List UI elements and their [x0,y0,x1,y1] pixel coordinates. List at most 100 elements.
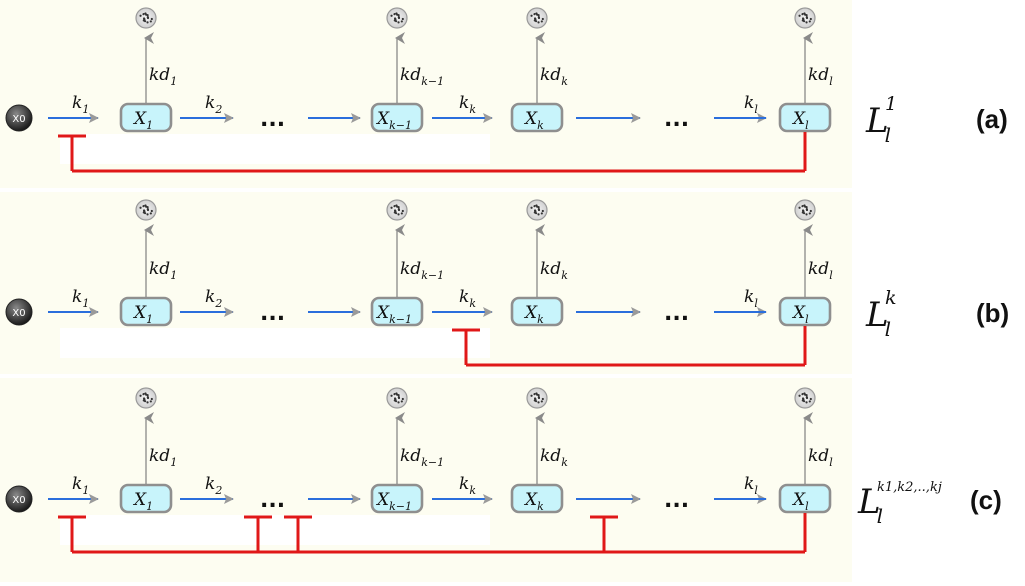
degradation-label-kd1: kd1 [149,259,177,282]
node-box [370,296,424,327]
degradation-label-kd1: kd1 [149,446,177,469]
degradation-sink-icon [526,199,548,221]
degradation-label-kdk−1: kdk−1 [400,259,444,282]
ellipsis: ... [260,488,285,513]
source-node-label: X0 [12,308,25,319]
degradation-label-kdk−1: kdk−1 [400,65,444,88]
feedback-inhibition [58,132,807,173]
panel-band [60,515,490,545]
node-label: X1 [132,490,153,513]
node-box [370,102,424,133]
degradation-label-kdl: kdl [808,446,833,469]
degradation-label-kdk: kdk [540,259,568,282]
node-box [510,296,564,327]
species-node-xk: Xk kdk [510,199,568,327]
degradation-label-kdl: kdl [808,65,833,88]
node-label: Xk−1 [375,109,412,132]
species-node-xl: Xl kdl [778,387,833,514]
node-box [778,296,832,327]
degradation-sink-icon [526,7,548,29]
source-node-x0 [5,298,33,326]
node-box [778,102,832,133]
edge-label-k2: k2 [205,93,222,116]
source-node-label: X0 [12,114,25,125]
species-node-xk−1: Xk−1 kdk−1 [370,7,444,133]
node-box [119,102,173,133]
node-label: Xk−1 [375,303,412,326]
edge-label-kl: kl [744,287,758,310]
node-box [119,296,173,327]
panel-letter: (a) [976,104,1008,134]
source-node-x0 [5,104,33,132]
ellipsis: ... [664,301,689,326]
panel-formula: Ll1 [865,93,897,147]
degradation-sink-icon [135,7,157,29]
degradation-sink-icon [386,387,408,409]
node-label: Xl [791,303,809,326]
species-node-x1: X1 kd1 [119,387,177,514]
panel-letter: (b) [976,298,1009,328]
degradation-label-kdl: kdl [808,259,833,282]
species-node-xl: Xl kdl [778,7,833,133]
node-label: Xk [523,303,544,326]
source-node-x0 [5,485,33,513]
ellipsis: ... [664,488,689,513]
degradation-sink-icon [794,7,816,29]
node-label: Xk [523,490,544,513]
node-box [778,483,832,514]
species-node-xk: Xk kdk [510,387,568,514]
panel-letter: (c) [970,485,1002,515]
degradation-sink-icon [135,199,157,221]
panel-background [0,378,852,582]
node-label: X1 [132,303,153,326]
species-node-xk−1: Xk−1 kdk−1 [370,199,444,327]
edge-label-kl: kl [744,93,758,116]
degradation-label-kdk−1: kdk−1 [400,446,444,469]
degradation-sink-icon [386,7,408,29]
source-node-label: X0 [12,495,25,506]
node-box [510,102,564,133]
node-label: Xk−1 [375,490,412,513]
edge-label-kl: kl [744,474,758,497]
feedback-inhibition [452,326,807,367]
node-box [370,483,424,514]
feedback-inhibition [58,513,807,554]
node-box [119,483,173,514]
degradation-sink-icon [386,199,408,221]
ellipsis: ... [260,107,285,132]
edge-label-k1: k1 [72,287,89,310]
panel-band [60,134,490,164]
species-node-x1: X1 kd1 [119,199,177,327]
species-node-xl: Xl kdl [778,199,833,327]
degradation-sink-icon [135,387,157,409]
node-label: Xl [791,109,809,132]
ellipsis: ... [260,301,285,326]
edge-label-k2: k2 [205,474,222,497]
degradation-sink-icon [794,199,816,221]
edge-label-kk: kk [459,93,476,116]
edge-label-kk: kk [459,287,476,310]
species-node-xk−1: Xk−1 kdk−1 [370,387,444,514]
ellipsis: ... [664,107,689,132]
species-node-x1: X1 kd1 [119,7,177,133]
degradation-label-kdk: kdk [540,65,568,88]
edge-label-kk: kk [459,474,476,497]
node-label: Xl [791,490,809,513]
edge-label-k1: k1 [72,93,89,116]
node-box [510,483,564,514]
node-label: X1 [132,109,153,132]
edge-label-k1: k1 [72,474,89,497]
degradation-label-kdk: kdk [540,446,568,469]
panel-formula: Llk [865,287,897,341]
degradation-sink-icon [794,387,816,409]
degradation-label-kd1: kd1 [149,65,177,88]
panel-formula: Llk1,k2,..,kj [857,480,942,528]
panel-band [60,328,490,358]
degradation-sink-icon [526,387,548,409]
edge-label-k2: k2 [205,287,222,310]
